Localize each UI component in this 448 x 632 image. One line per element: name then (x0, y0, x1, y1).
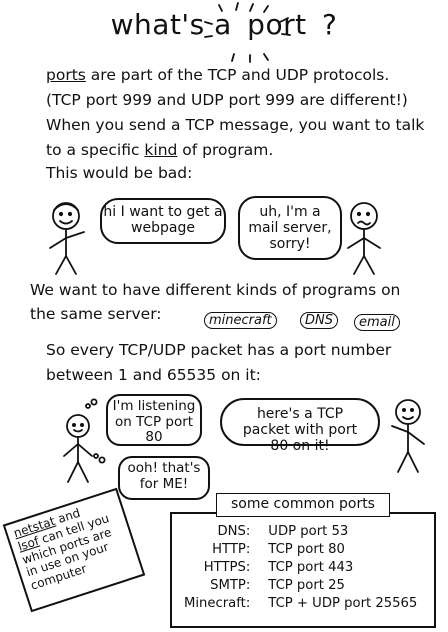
tag-dns: DNS (300, 312, 338, 329)
intro-line-1: ports are part of the TCP and UDP protoc… (46, 66, 389, 84)
port-name: SMTP: (210, 578, 251, 594)
person-right-icon (347, 202, 381, 275)
port-value: TCP + UDP port 25565 (268, 596, 418, 612)
title-highlight-word: port (241, 8, 312, 41)
table-row: HTTP: TCP port 80 (180, 540, 421, 558)
intro-line-5: This would be bad: (46, 164, 193, 182)
speech-bubble-packet: here's a TCP packet with port 80 on it! (220, 398, 380, 454)
packet-line-2: between 1 and 65535 on it: (46, 366, 261, 384)
port-value: UDP port 53 (268, 523, 349, 539)
thought-bubble-for-me: ooh! that's for ME! (118, 456, 210, 500)
intro-line-4-pre: to a specific (46, 141, 145, 159)
port-value: TCP port 443 (268, 559, 354, 575)
common-ports-heading: some common ports (216, 493, 390, 517)
title-port-text: port (247, 8, 307, 41)
server-person-icon (63, 398, 106, 483)
intro-line-3: When you send a TCP message, you want to… (46, 116, 425, 134)
kind-word: kind (144, 141, 178, 159)
thought-bubble-listening: I'm listening on TCP port 80 (106, 394, 202, 446)
table-row: Minecraft: TCP + UDP port 25565 (180, 595, 421, 613)
table-row: DNS: UDP port 53 (180, 522, 421, 540)
port-value: TCP port 80 (268, 541, 345, 557)
tag-email: email (354, 314, 400, 331)
packet-line-1: So every TCP/UDP packet has a port numbe… (46, 341, 392, 359)
table-row: SMTP: TCP port 25 (180, 577, 421, 595)
port-name: Minecraft: (184, 596, 251, 612)
title-sparkle-icon (204, 2, 291, 63)
middle-line-1: We want to have different kinds of progr… (30, 281, 401, 299)
intro-line-2: (TCP port 999 and UDP port 999 are diffe… (46, 91, 408, 109)
port-name: HTTPS: (203, 559, 251, 575)
tag-minecraft: minecraft (204, 312, 277, 329)
netstat-lsof-note: netstat and lsof can tell you which port… (2, 487, 146, 613)
client-person-icon (391, 399, 425, 473)
intro-line-4-post: of program. (177, 141, 274, 159)
intro-line-1-rest: are part of the TCP and UDP protocols. (85, 66, 390, 84)
common-ports-table: DNS: UDP port 53 HTTP: TCP port 80 HTTPS… (170, 512, 436, 628)
person-left-icon (49, 202, 85, 275)
table-row: HTTPS: TCP port 443 (180, 558, 421, 576)
ports-word: ports (46, 66, 86, 84)
port-name: HTTP: (212, 541, 251, 557)
speech-bubble-mail-server: uh, I'm a mail server, sorry! (238, 196, 342, 260)
middle-line-2: the same server: (30, 305, 162, 323)
intro-line-4: to a specific kind of program. (46, 141, 273, 159)
port-name: DNS: (217, 523, 251, 539)
port-value: TCP port 25 (268, 578, 345, 594)
speech-bubble-webpage: hi I want to get a webpage (100, 198, 226, 244)
title-suffix: ? (312, 8, 338, 41)
